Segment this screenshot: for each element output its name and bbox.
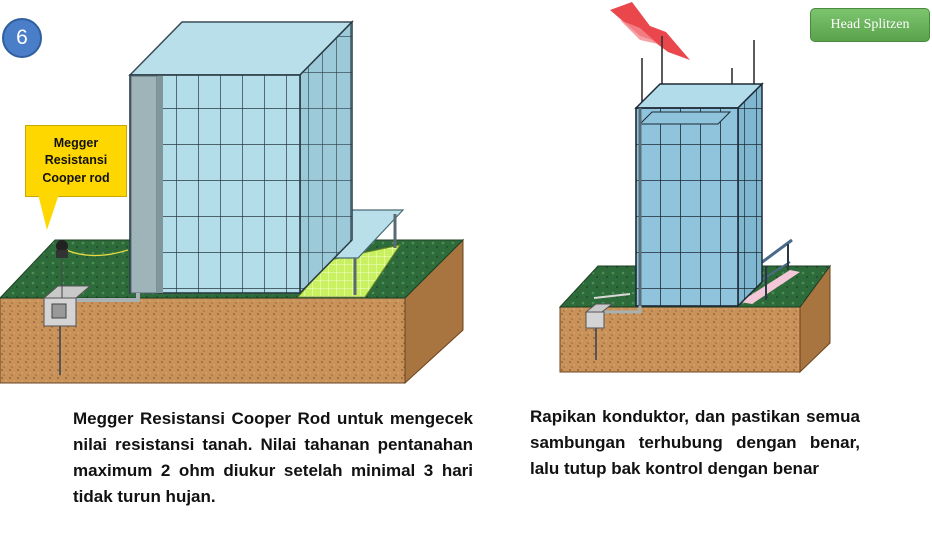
lightning-icon bbox=[610, 2, 690, 60]
callout-pointer bbox=[38, 194, 59, 230]
left-caption: Megger Resistansi Cooper Rod untuk menge… bbox=[73, 409, 473, 506]
right-caption: Rapikan konduktor, dan pastikan semua sa… bbox=[530, 407, 860, 478]
left-scene bbox=[0, 20, 465, 385]
callout-line-2: Resistansi bbox=[44, 153, 108, 168]
callout-line-1: Megger bbox=[53, 135, 99, 150]
right-scene bbox=[558, 2, 831, 374]
megger-callout: Megger Resistansi Cooper rod bbox=[25, 125, 127, 197]
head-splitzen-button[interactable]: Head Splitzen bbox=[810, 8, 930, 42]
step-number-badge: 6 bbox=[2, 18, 42, 58]
callout-line-3: Cooper rod bbox=[42, 170, 110, 185]
